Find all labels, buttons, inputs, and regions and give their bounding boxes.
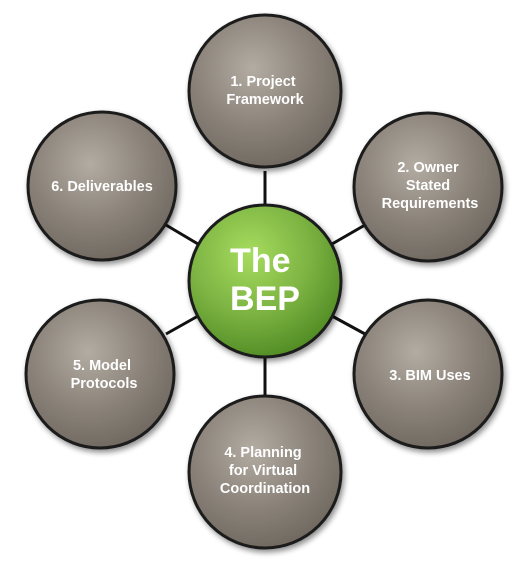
node-bim-uses: 3. BIM Uses — [352, 298, 504, 450]
node-label-line: 3. BIM Uses — [389, 368, 470, 384]
node-deliverables: 6. Deliverables — [26, 110, 178, 262]
node-circle — [24, 298, 176, 450]
connector-node-6 — [165, 223, 199, 246]
connector-node-3 — [331, 314, 366, 336]
node-label-line: Requirements — [382, 196, 479, 212]
node-label-line: 1. Project — [230, 74, 295, 90]
node-label-line: 5. Model — [73, 358, 131, 374]
connector-node-5 — [165, 314, 199, 336]
hub-label: The BEP — [230, 242, 300, 318]
node-label-line: Framework — [226, 92, 304, 108]
node-circle — [352, 298, 504, 450]
node-circle — [352, 111, 504, 263]
hub-circle — [187, 203, 343, 359]
node-label: 6. Deliverables — [51, 179, 153, 195]
node-label-line: Coordination — [220, 481, 310, 497]
node-label: 4. Planning for Virtual Coordination — [220, 445, 310, 497]
node-label-line: for Virtual — [229, 463, 297, 479]
node-label-line: 6. Deliverables — [51, 179, 153, 195]
node-model-protocols: 5. Model Protocols — [24, 298, 176, 450]
node-owner-stated-requirements: 2. Owner Stated Requirements — [352, 111, 504, 263]
node-label: 3. BIM Uses — [389, 368, 470, 384]
node-label-line: 2. Owner — [397, 160, 459, 176]
node-label: 5. Model Protocols — [71, 358, 138, 392]
node-circle — [187, 394, 343, 550]
hub-the-bep: The BEP — [187, 203, 343, 359]
hub-label-line: BEP — [230, 280, 300, 318]
connector-node-2 — [331, 223, 366, 246]
node-label-line: Protocols — [71, 376, 138, 392]
node-circle — [26, 110, 178, 262]
node-planning-virtual-coordination: 4. Planning for Virtual Coordination — [187, 394, 343, 550]
node-label-line: 4. Planning — [224, 445, 301, 461]
node-label: 2. Owner Stated Requirements — [382, 160, 479, 212]
hub-label-line: The — [230, 242, 290, 280]
node-project-framework: 1. Project Framework — [187, 13, 343, 169]
node-label-line: Stated — [406, 178, 450, 194]
node-label: 1. Project Framework — [226, 74, 304, 108]
node-circle — [187, 13, 343, 169]
